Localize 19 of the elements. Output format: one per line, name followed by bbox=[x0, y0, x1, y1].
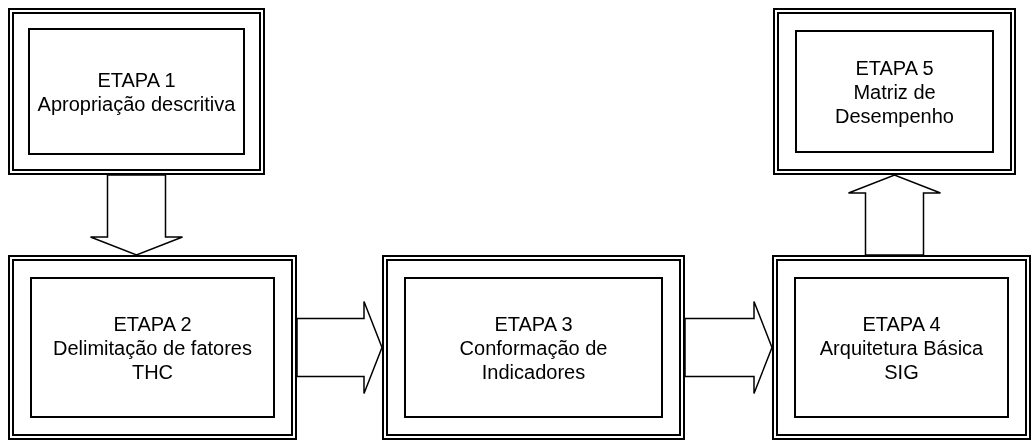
step-title: Delimitação de fatores THC bbox=[52, 335, 253, 384]
step-box bbox=[382, 255, 685, 440]
step-box bbox=[8, 8, 265, 175]
step-title: Arquitetura Básica SIG bbox=[818, 335, 985, 384]
step-box bbox=[773, 8, 1016, 175]
step-title: Matriz de Desempenho bbox=[834, 79, 955, 128]
step-box bbox=[772, 255, 1031, 440]
block-arrow bbox=[296, 300, 383, 395]
step-title: Conformação de Indicadores bbox=[458, 335, 609, 384]
step-title: Apropriação descritiva bbox=[37, 91, 236, 116]
block-arrow bbox=[89, 174, 184, 256]
step-number: ETAPA 4 bbox=[862, 311, 941, 336]
step-number: ETAPA 3 bbox=[494, 311, 573, 336]
step-number: ETAPA 1 bbox=[97, 67, 176, 92]
step-box bbox=[8, 255, 297, 440]
block-arrow bbox=[684, 300, 773, 395]
step-number: ETAPA 5 bbox=[855, 55, 934, 80]
block-arrow bbox=[847, 174, 942, 256]
step-number: ETAPA 2 bbox=[113, 311, 192, 336]
